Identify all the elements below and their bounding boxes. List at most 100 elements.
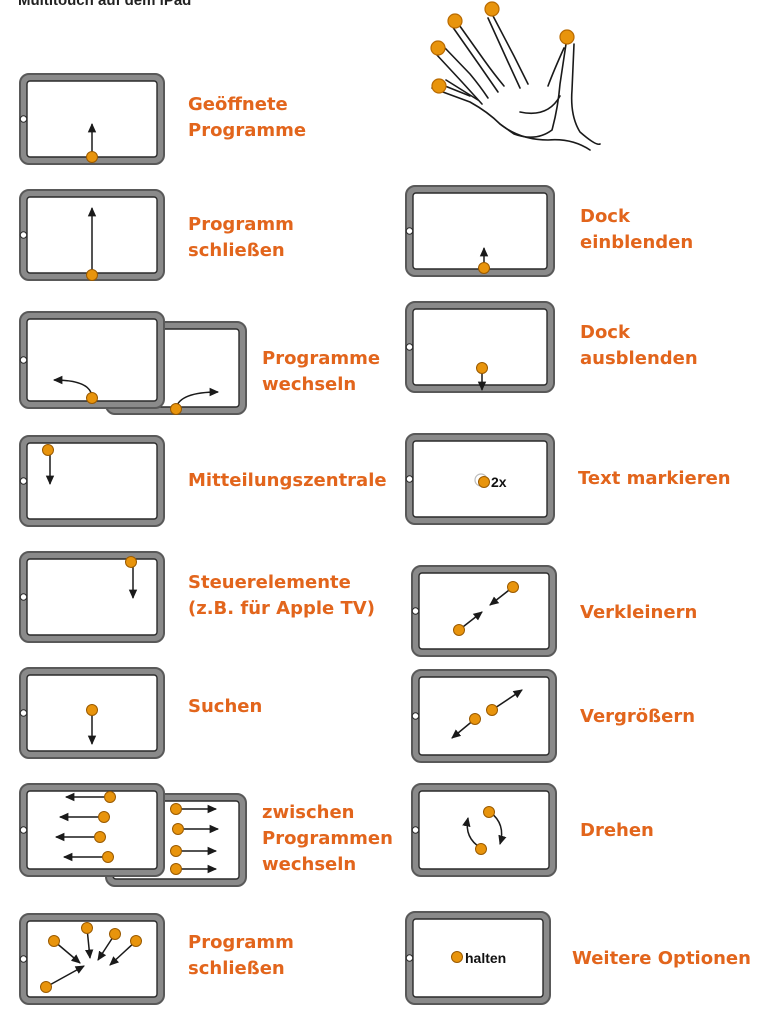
home-button xyxy=(19,477,28,485)
finger-dot xyxy=(172,823,184,835)
label-vergroessern: Vergrößern xyxy=(580,704,695,730)
label-line: wechseln xyxy=(262,374,357,395)
label-line: Steuerelemente xyxy=(188,572,351,593)
label-line: einblenden xyxy=(580,232,694,253)
tile-steuerelemente xyxy=(19,551,165,643)
home-button xyxy=(19,826,28,834)
label-dock-einblenden: Dock einblenden xyxy=(580,204,693,256)
ipad-screen xyxy=(26,318,158,402)
home-button xyxy=(19,356,28,364)
label-line: wechseln xyxy=(262,854,357,875)
finger-dot xyxy=(86,392,98,404)
home-button xyxy=(405,227,414,235)
label-line: Drehen xyxy=(580,820,654,841)
finger-dot xyxy=(130,935,142,947)
label-line: Programmen xyxy=(262,828,393,849)
tile-drehen xyxy=(411,783,557,877)
finger-dot xyxy=(478,476,490,488)
home-button xyxy=(19,115,28,123)
tile-verkleinern xyxy=(411,565,557,657)
finger-dot xyxy=(42,444,54,456)
home-button xyxy=(411,712,420,720)
tile-mitteilungszentrale xyxy=(19,435,165,527)
home-button xyxy=(405,343,414,351)
label-steuerelemente: Steuerelemente (z.B. für Apple TV) xyxy=(188,570,375,622)
label-text-markieren: Text markieren xyxy=(578,466,731,492)
label-line: Suchen xyxy=(188,696,263,717)
label-programm-schliessen-4: Programm schließen xyxy=(188,930,294,982)
ipad-screen xyxy=(412,192,548,270)
label-line: Programme xyxy=(262,348,381,369)
tile-dock-einblenden xyxy=(405,185,555,277)
label-line: Weitere Optionen xyxy=(572,948,751,969)
finger-dot xyxy=(507,581,519,593)
finger-dot xyxy=(170,403,182,415)
label-line: Programm xyxy=(188,214,294,235)
tile-weitere-optionen: halten xyxy=(405,911,551,1005)
finger-dot xyxy=(86,151,98,163)
home-button xyxy=(411,826,420,834)
gesture-arrow xyxy=(491,689,523,711)
label-line: schließen xyxy=(188,958,285,979)
finger-dot xyxy=(104,791,116,803)
finger-dot xyxy=(469,713,481,725)
tile-programme-wechseln xyxy=(19,311,247,415)
label-line: Geöffnete xyxy=(188,94,288,115)
tile-zwischen-programmen-wechseln xyxy=(19,783,247,887)
home-button xyxy=(411,607,420,615)
home-button xyxy=(405,954,414,962)
label-line: ausblenden xyxy=(580,348,698,369)
ipad-screen xyxy=(418,676,550,756)
tile-geoeffnete-programme xyxy=(19,73,165,165)
label-drehen: Drehen xyxy=(580,818,654,844)
tile-suchen xyxy=(19,667,165,759)
label-line: Programme xyxy=(188,120,307,141)
finger-dot xyxy=(40,981,52,993)
finger-dot xyxy=(98,811,110,823)
finger-dot xyxy=(94,831,106,843)
tile-programm-schliessen xyxy=(19,189,165,281)
finger-dot xyxy=(476,362,488,374)
label-line: Dock xyxy=(580,206,630,227)
page-title: Multitouch auf dem iPad xyxy=(18,0,192,9)
tile-programm-schliessen-4 xyxy=(19,913,165,1005)
home-button xyxy=(19,955,28,963)
home-button xyxy=(19,593,28,601)
finger-dot xyxy=(453,624,465,636)
finger-dot xyxy=(483,806,495,818)
finger-dot xyxy=(102,851,114,863)
finger-dot xyxy=(475,843,487,855)
finger-dot xyxy=(81,922,93,934)
tile-vergroessern xyxy=(411,669,557,763)
finger-dot xyxy=(109,928,121,940)
finger-dot xyxy=(486,704,498,716)
finger-dot xyxy=(125,556,137,568)
finger-dot xyxy=(478,262,490,274)
label-line: Programm xyxy=(188,932,294,953)
finger-dot xyxy=(170,845,182,857)
label-line: zwischen xyxy=(262,802,355,823)
finger-dot xyxy=(451,951,463,963)
tile-dock-ausblenden xyxy=(405,301,555,393)
gesture-tag: halten xyxy=(465,950,506,966)
home-button xyxy=(19,231,28,239)
finger-dot xyxy=(170,803,182,815)
hand-fingertips-icon xyxy=(430,1,601,151)
finger-dot xyxy=(86,269,98,281)
home-button xyxy=(19,709,28,717)
label-line: schließen xyxy=(188,240,285,261)
gesture-tag: 2x xyxy=(491,474,507,490)
home-button xyxy=(405,475,414,483)
label-verkleinern: Verkleinern xyxy=(580,600,697,626)
label-line: Text markieren xyxy=(578,468,731,489)
label-line: Mitteilungszentrale xyxy=(188,470,387,491)
label-line: (z.B. für Apple TV) xyxy=(188,598,375,619)
label-weitere-optionen: Weitere Optionen xyxy=(572,946,751,972)
label-line: Vergrößern xyxy=(580,706,696,727)
finger-dot xyxy=(48,935,60,947)
tile-text-markieren: 2x xyxy=(405,433,555,525)
